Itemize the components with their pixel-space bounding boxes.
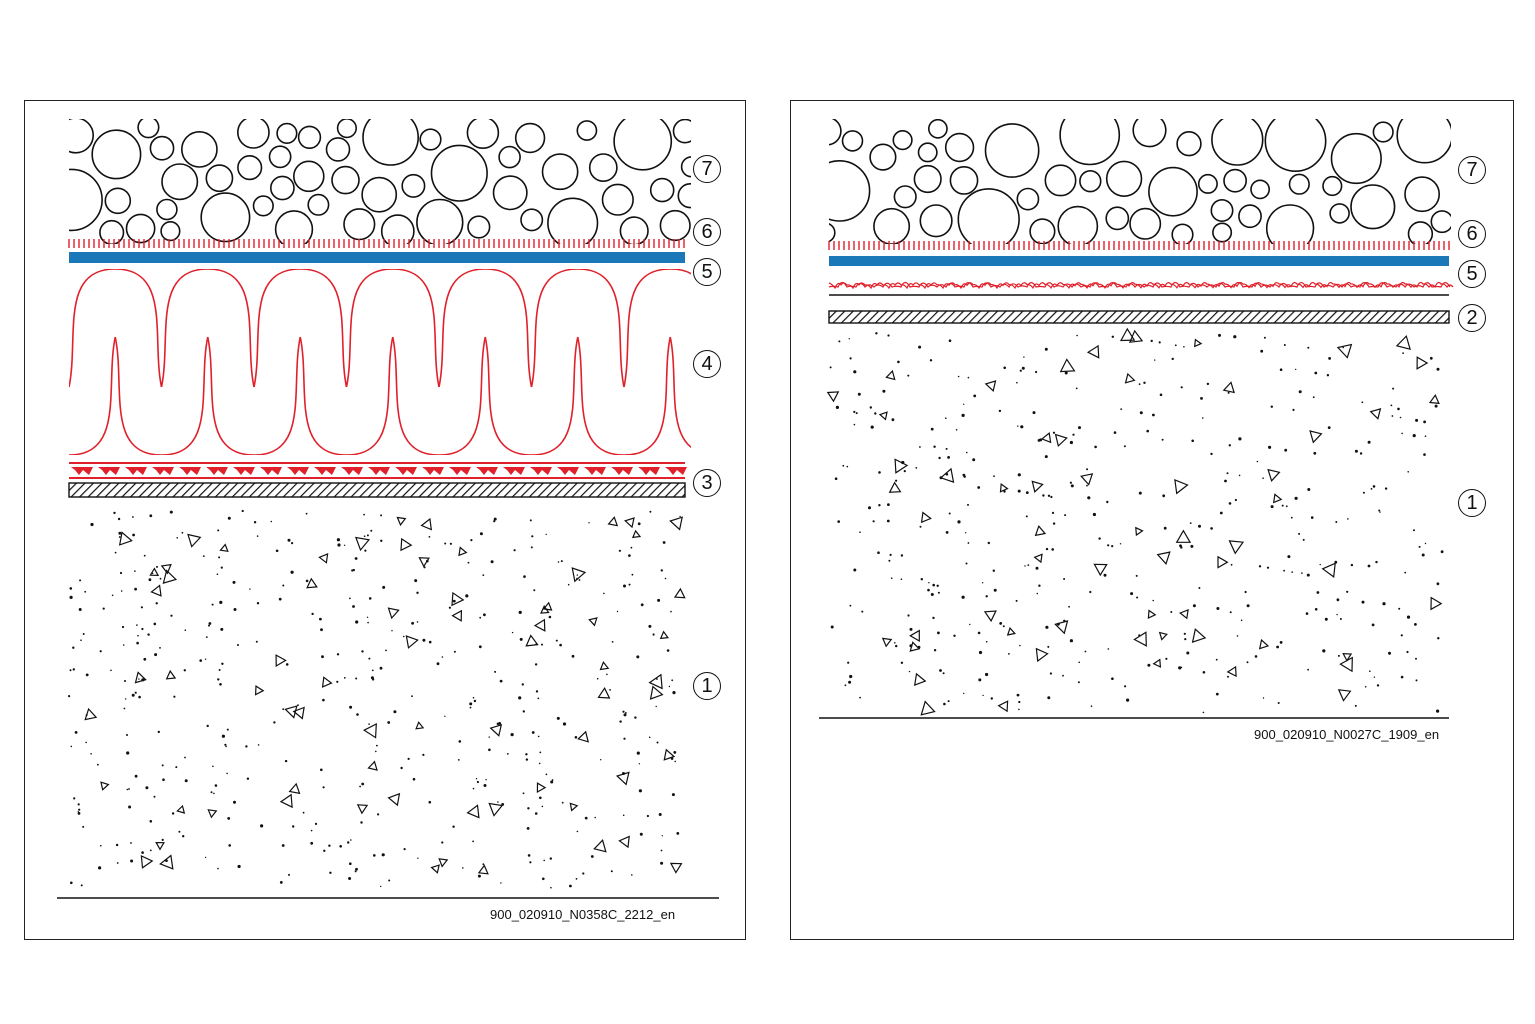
concrete-layer — [68, 509, 686, 889]
screed-layer — [828, 310, 1450, 324]
left-section-drawing — [57, 119, 719, 899]
drainage-mat-layer — [68, 239, 685, 248]
callout-5: 5 — [1458, 260, 1486, 288]
callout-1: 1 — [693, 672, 721, 700]
callout-3: 3 — [693, 469, 721, 497]
membrane-layer — [69, 252, 685, 263]
fleece-layer — [828, 281, 1454, 290]
callout-5: 5 — [693, 258, 721, 286]
callout-7: 7 — [693, 155, 721, 183]
vapour-barrier-layer — [68, 462, 687, 498]
callout-6: 6 — [693, 218, 721, 246]
concrete-layer — [826, 327, 1444, 716]
insulation-layer — [69, 269, 691, 455]
right-section-drawing — [819, 119, 1454, 719]
callout-4: 4 — [693, 350, 721, 378]
callout-1: 1 — [1458, 489, 1486, 517]
callout-2: 2 — [1458, 304, 1486, 332]
callout-7: 7 — [1458, 156, 1486, 184]
drawing-code: 900_020910_N0027C_1909_en — [1254, 727, 1440, 742]
drawing-code: 900_020910_N0358C_2212_en — [490, 907, 676, 922]
gravel-layer — [829, 119, 1451, 244]
gravel-layer — [69, 119, 691, 244]
callout-6: 6 — [1458, 220, 1486, 248]
right-section-panel: 7 6 5 2 1 900_020910_N0027C_1909_en — [790, 100, 1514, 940]
left-section-panel: 7 6 5 4 3 1 900_020910_N0358C_2212_en — [24, 100, 746, 940]
membrane-layer — [829, 256, 1449, 266]
drainage-mat-layer — [828, 241, 1450, 250]
